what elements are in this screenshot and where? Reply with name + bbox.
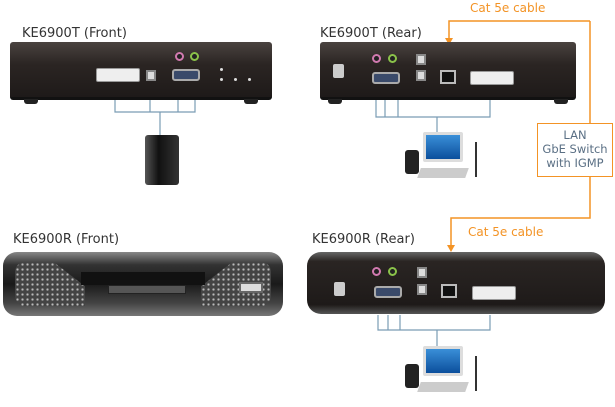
usb-port: [239, 282, 263, 293]
usb-port: [146, 70, 156, 81]
lan-switch-box: LAN GbE Switch with IGMP: [537, 123, 613, 177]
ke6900r-rear-device: [307, 252, 605, 314]
usb-port: [416, 54, 426, 65]
usb-port: [417, 284, 427, 295]
ke6900t-rear-label: KE6900T (Rear): [320, 26, 422, 41]
mic-jack: [175, 52, 184, 61]
mic-jack: [372, 267, 381, 276]
led: [220, 68, 223, 71]
switch-line3: with IGMP: [546, 156, 604, 170]
console-peripherals-icon: [405, 346, 485, 401]
led: [220, 78, 223, 81]
ke6900r-front-label: KE6900R (Front): [13, 232, 120, 247]
ke6900r-front-device: [3, 252, 283, 316]
console-peripherals-icon: [405, 132, 485, 187]
mic-jack: [372, 54, 381, 63]
computer-tower-icon: [145, 135, 179, 185]
cat5e-cable-lines: [448, 20, 591, 247]
speaker-jack: [388, 54, 397, 63]
dvi-port: [470, 71, 514, 85]
dvi-port: [96, 68, 140, 82]
usb-port: [416, 70, 426, 81]
rs232-port: [372, 72, 400, 84]
rs232-port: [172, 69, 200, 81]
usb-port: [417, 267, 427, 278]
rs232-port: [374, 286, 402, 298]
lan-port: [440, 70, 456, 84]
power-port: [334, 282, 345, 296]
switch-line1: LAN: [563, 128, 587, 142]
speaker-jack: [388, 267, 397, 276]
ke6900t-rear-device: [320, 42, 576, 104]
led: [248, 78, 251, 81]
dvi-port: [472, 286, 516, 300]
lan-port: [441, 284, 457, 298]
ke6900t-front-label: KE6900T (Front): [22, 26, 127, 41]
switch-line2: GbE Switch: [542, 142, 608, 156]
peripheral-cables: [114, 100, 491, 346]
ke6900r-rear-label: KE6900R (Rear): [312, 232, 415, 247]
led: [234, 78, 237, 81]
arrow-icon: [445, 38, 453, 45]
cat5e-cable-label-bottom: Cat 5e cable: [468, 225, 544, 239]
power-port: [333, 64, 344, 78]
arrow-icon: [447, 245, 455, 252]
speaker-jack: [190, 52, 199, 61]
ke6900t-front-device: [10, 42, 272, 104]
cat5e-cable-label-top: Cat 5e cable: [470, 1, 546, 15]
